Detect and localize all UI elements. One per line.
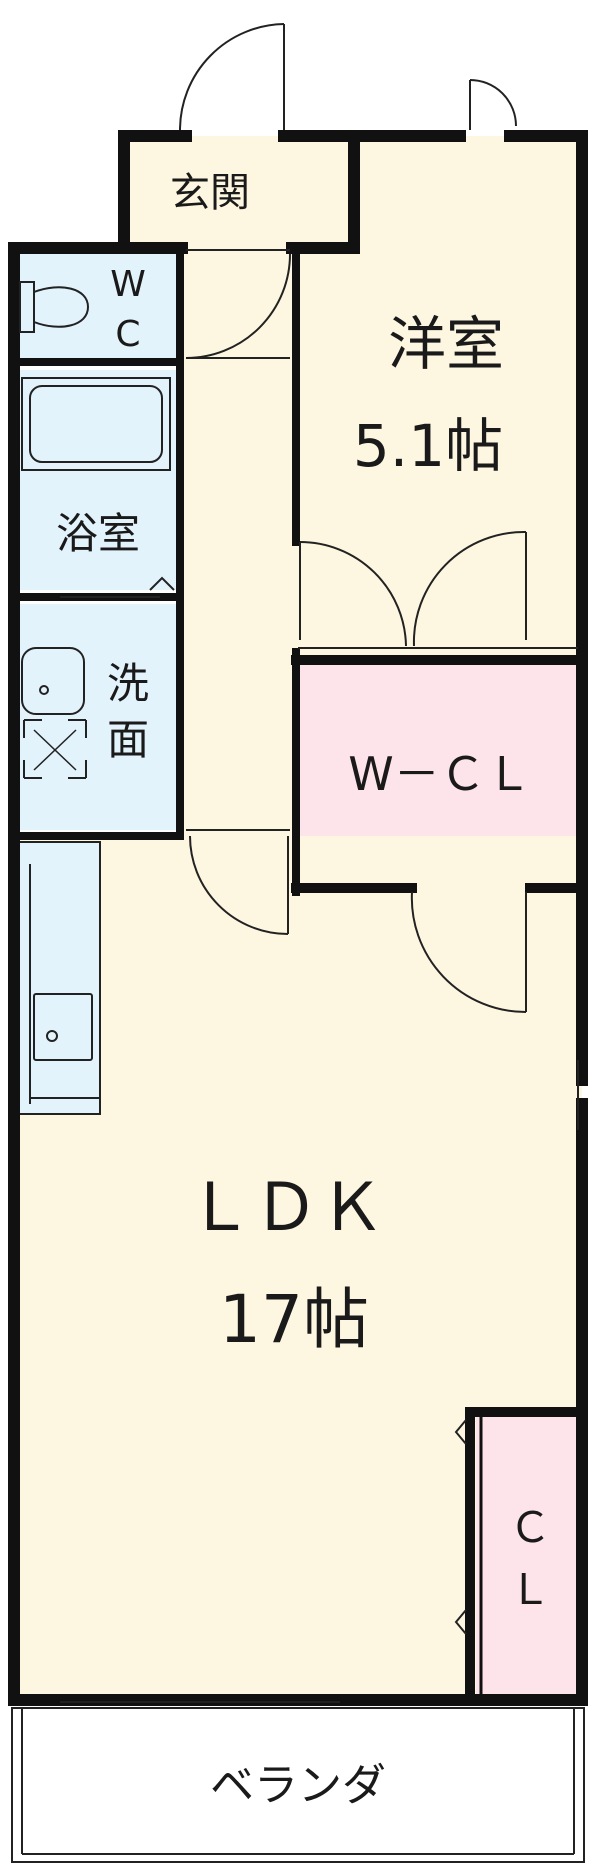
cl-hinge-bottom — [454, 1609, 467, 1635]
ldk-door-swing — [189, 835, 289, 935]
toilet-icon — [19, 281, 90, 333]
cl-label-c: Ｃ — [509, 1503, 551, 1552]
room-fills — [14, 136, 582, 1696]
ldk-size: 17帖 — [219, 1281, 369, 1358]
entrance-door-swing — [179, 23, 285, 131]
labels: 玄関 W C 浴室 洗 面 洋室 5.1帖 W－ＣＬ ＬＤＫ 17帖 Ｃ Ｌ ベ… — [56, 170, 551, 1811]
bathtub-icon — [21, 377, 171, 471]
washing-machine-icon — [23, 719, 87, 779]
wcl-door-swing — [410, 891, 527, 1014]
hallway-floor — [182, 248, 292, 836]
cl-wall — [465, 1407, 587, 1705]
genkan-inner-wall — [286, 130, 360, 254]
bath-floor — [14, 370, 178, 590]
western-door-swing-right — [412, 530, 527, 647]
western-room-floor — [292, 136, 582, 660]
wet-block-right-wall — [10, 244, 184, 840]
washbasin-icon — [21, 647, 85, 715]
sink-icon — [33, 993, 93, 1061]
western-door-swing-left — [299, 541, 407, 647]
cl-hinge-top — [454, 1419, 467, 1445]
veranda-rail — [11, 1707, 585, 1863]
bath-door-marker — [149, 576, 175, 591]
veranda — [11, 1707, 585, 1863]
walls — [8, 130, 588, 1706]
genkan-wall — [118, 130, 588, 1706]
top-right-door-swing — [469, 79, 517, 127]
wc-floor — [14, 252, 178, 360]
wc-label-w: W — [110, 264, 146, 305]
fixtures — [19, 281, 171, 1104]
wash-floor — [14, 604, 178, 830]
kitchen-counter — [17, 841, 101, 1115]
wc-label-c: C — [115, 314, 140, 355]
openings — [60, 249, 579, 1703]
doors — [149, 23, 527, 1635]
wet-block-wall — [8, 242, 588, 1706]
veranda-label: ベランダ — [210, 1760, 386, 1811]
wcl-label: W－ＣＬ — [348, 747, 531, 801]
genkan-label: 玄関 — [170, 170, 250, 216]
western-room-size: 5.1帖 — [353, 412, 503, 480]
wc-door-swing — [185, 253, 291, 359]
cl-floor — [476, 1410, 582, 1696]
bath-label: 浴室 — [56, 509, 140, 558]
genkan-floor — [124, 136, 298, 248]
wash-label-2: 面 — [107, 715, 149, 764]
cl-label-l: Ｌ — [509, 1565, 551, 1614]
ldk-name: ＬＤＫ — [187, 1169, 385, 1246]
western-room-name: 洋室 — [388, 310, 504, 378]
wash-label-1: 洗 — [107, 659, 149, 708]
